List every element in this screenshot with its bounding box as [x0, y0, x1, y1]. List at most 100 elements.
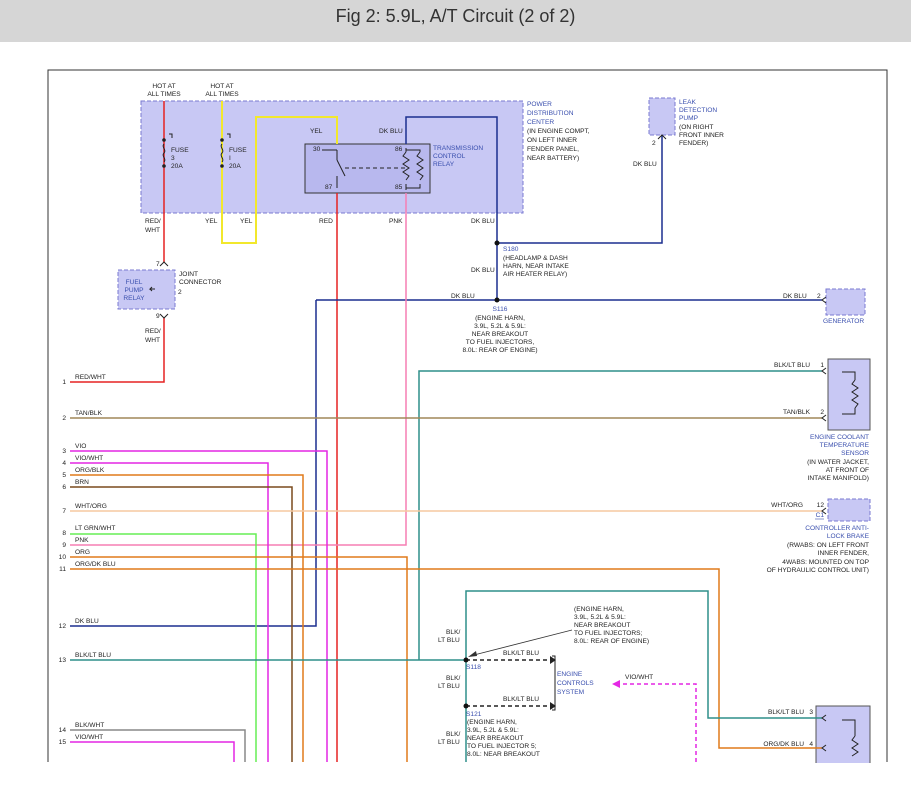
relay-yel-label: YEL	[310, 128, 323, 135]
left-wire-num: 3	[62, 448, 66, 455]
pdc-name-a: POWER	[527, 101, 552, 108]
left-wire-label: PNK	[75, 537, 89, 544]
arrow-s118	[550, 656, 556, 664]
wire-blk-ltblu-ect	[418, 370, 822, 660]
s116-desc-c: NEAR BREAKOUT	[472, 331, 528, 338]
s118-left2-a: BLK/	[446, 675, 460, 682]
title-bar: Fig 2: 5.9L, A/T Circuit (2 of 2)	[0, 0, 911, 42]
fuse1-symbol	[220, 133, 231, 168]
cab-location-a: (RWABS: ON LEFT FRONT	[787, 542, 869, 549]
left-wire-num: 4	[62, 460, 66, 467]
s116-desc-e: 8.0L: REAR OF ENGINE)	[462, 347, 537, 354]
hot-label-2b: ALL TIMES	[205, 91, 239, 98]
wire-label-pnk: PNK	[389, 218, 403, 225]
s118-left2-b: LT BLU	[438, 683, 460, 690]
cab-location-d: OF HYDRAULIC CONTROL UNIT)	[767, 567, 869, 574]
cab-location-c: 4WABS: MOUNTED ON TOP	[782, 559, 869, 566]
generator-name: GENERATOR	[823, 318, 864, 325]
left-wire-num: 14	[59, 727, 67, 734]
wire-dkblu-left-12	[70, 300, 317, 627]
pdc-labels: HOT AT ALL TIMES HOT AT ALL TIMES	[147, 83, 239, 98]
page-title: Fig 2: 5.9L, A/T Circuit (2 of 2)	[335, 6, 576, 26]
ect-name-b: TEMPERATURE	[820, 442, 870, 449]
ecs-vio-wht-label: VIO/WHT	[625, 674, 653, 681]
s116-wire-right: DK BLU	[783, 293, 807, 300]
left-wire-label: BLK/WHT	[75, 722, 104, 729]
left-wire-num: 8	[62, 530, 66, 537]
cab-pin: 12	[817, 502, 825, 509]
s116-wire-left: DK BLU	[451, 293, 475, 300]
fuel-pump-relay-a: FUEL	[126, 279, 143, 286]
leak-location-c: FENDER)	[679, 140, 708, 147]
connector-marks	[148, 134, 827, 752]
wire-vio-wht-15	[70, 741, 235, 762]
hot-label-2a: HOT AT	[210, 83, 233, 90]
left-wire-num: 5	[62, 472, 66, 479]
ect-resistor	[842, 371, 859, 415]
bottom-right-resistor	[842, 719, 859, 757]
s118-desc-c: NEAR BREAKOUT	[574, 622, 630, 629]
fuse3-label-c: 20A	[171, 163, 183, 170]
relay-pin-85: 85	[395, 184, 403, 191]
pdc-location-a: (IN ENGINE COMPT,	[527, 128, 590, 135]
fuse1-label-a: FUSE	[229, 147, 247, 154]
splice-s180	[494, 240, 500, 246]
diagram-border	[47, 69, 888, 762]
ecs-name-c: SYSTEM	[557, 689, 584, 696]
fuse1-label-c: 20A	[229, 163, 241, 170]
splice-s121	[463, 703, 469, 709]
pdc-location-c: FENDER PANEL,	[527, 146, 579, 153]
s116-name: S116	[493, 306, 508, 313]
bottom-right-pin1: 3	[809, 709, 813, 716]
leak-detection-pump-box	[648, 97, 676, 136]
fuse3-label-a: FUSE	[171, 147, 189, 154]
s180-desc-a: (HEADLAMP & DASH	[503, 255, 568, 262]
splice-s118	[463, 657, 469, 663]
left-wire-label: DK BLU	[75, 618, 99, 625]
left-wire-label: ORG/BLK	[75, 467, 105, 474]
generator-box	[825, 288, 866, 316]
relay-pin-87: 87	[325, 184, 333, 191]
s118-desc-a: (ENGINE HARN,	[574, 606, 624, 613]
wire-lt-grn-wht	[70, 533, 257, 762]
wire-pnk-relay-85	[70, 193, 407, 546]
relay-pin-86: 86	[395, 146, 403, 153]
hot-label-1a: HOT AT	[152, 83, 175, 90]
ect-location-a: (IN WATER JACKET,	[807, 459, 869, 466]
leak-name-a: LEAK	[679, 99, 696, 106]
abs-controller-box	[827, 498, 871, 522]
wire-label-redwht-lower-a: RED/	[145, 328, 161, 335]
wire-label-dkblu-top: DK BLU	[471, 218, 495, 225]
left-wire-label: TAN/BLK	[75, 410, 103, 417]
arrow-s121	[550, 702, 556, 710]
wire-label-redwht-a: RED/	[145, 218, 161, 225]
ect-location-c: INTAKE MANIFOLD)	[808, 475, 869, 482]
bottom-right-pin2: 4	[809, 741, 813, 748]
leak-location-b: FRONT INNER	[679, 132, 724, 139]
relay-pin-30: 30	[313, 146, 321, 153]
s118-desc-d: TO FUEL INJECTORS;	[574, 630, 643, 637]
s118-right: BLK/LT BLU	[503, 650, 539, 657]
left-wire-num: 9	[62, 542, 66, 549]
s116-desc-d: TO FUEL INJECTORS,	[466, 339, 535, 346]
leak-name-b: DETECTION	[679, 107, 717, 114]
wire-label-yel-1: YEL	[205, 218, 218, 225]
wire-dkblu-relay-86	[405, 116, 498, 300]
wire-brn	[70, 486, 293, 762]
leak-name-c: PUMP	[679, 115, 699, 122]
pdc-location-d: NEAR BATTERY)	[527, 155, 579, 162]
fuel-pump-relay-box	[117, 269, 176, 310]
relay-dkblu-label: DK BLU	[379, 128, 403, 135]
left-wire-label: BRN	[75, 479, 89, 486]
fuse1-label-b: I	[229, 155, 231, 162]
wire-blk-wht	[70, 729, 246, 762]
wire-dkblu-leak-pump	[497, 135, 663, 244]
left-wire-label: VIO	[75, 443, 86, 450]
wire-vio	[70, 450, 328, 762]
leak-wire-label: DK BLU	[633, 161, 657, 168]
joint-label-b: CONNECTOR	[179, 279, 222, 286]
bottom-right-component-box	[815, 705, 871, 767]
left-wire-num: 1	[62, 379, 66, 386]
wire-label-redwht-b: WHT	[145, 227, 160, 234]
s121-name: S121	[466, 711, 482, 718]
